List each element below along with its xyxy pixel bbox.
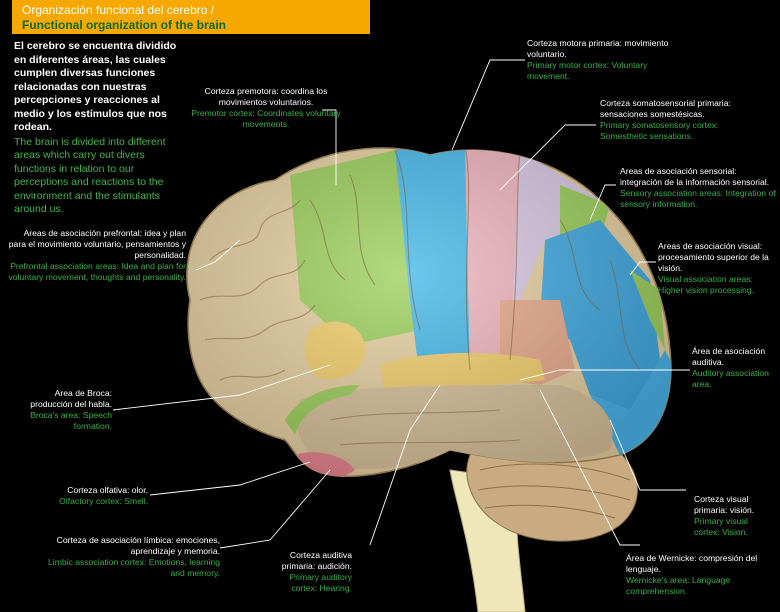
label-broca: Area de Broca: producción del habla. Bro… — [30, 388, 112, 431]
label-wernicke: Área de Wernicke: compresión del lenguaj… — [626, 553, 758, 596]
label-motor: Corteza motora primaria: movimiento volu… — [527, 38, 669, 81]
title-bar: Organización funcional del cerebro / Fun… — [12, 0, 370, 34]
label-auditory-association: Área de asociación auditiva. Auditory as… — [692, 346, 769, 389]
intro-spanish: El cerebro se encuentra dividido en dife… — [14, 40, 177, 133]
intro-english: The brain is divided into different area… — [14, 135, 166, 216]
label-limbic: Corteza de asociación límbica: emociones… — [48, 535, 220, 578]
label-olfactory: Corteza olfativa: olor. Olfactory cortex… — [59, 485, 148, 506]
intro-text: El cerebro se encuentra dividido en dife… — [14, 40, 186, 217]
label-prefrontal: Areas de asociación prefrontal: idea y p… — [8, 228, 186, 282]
title-spanish: Organización funcional del cerebro / — [22, 3, 215, 17]
label-visual: Corteza visual primaria: visión. Primary… — [694, 494, 755, 537]
label-sensory-association: Areas de asociación sensorial: integraci… — [620, 166, 776, 209]
title-english: Functional organization of the brain — [22, 18, 226, 32]
label-auditory: Corteza auditiva primaria: audición. Pri… — [281, 550, 352, 593]
label-somatosensory: Corteza somatosensorial primaria: sensac… — [600, 98, 731, 141]
label-premotor: Corteza premotora: coordina los movimien… — [191, 86, 341, 129]
leader-lines — [112, 59, 690, 549]
label-visual-association: Areas de asociación visual: procesamient… — [658, 241, 769, 295]
